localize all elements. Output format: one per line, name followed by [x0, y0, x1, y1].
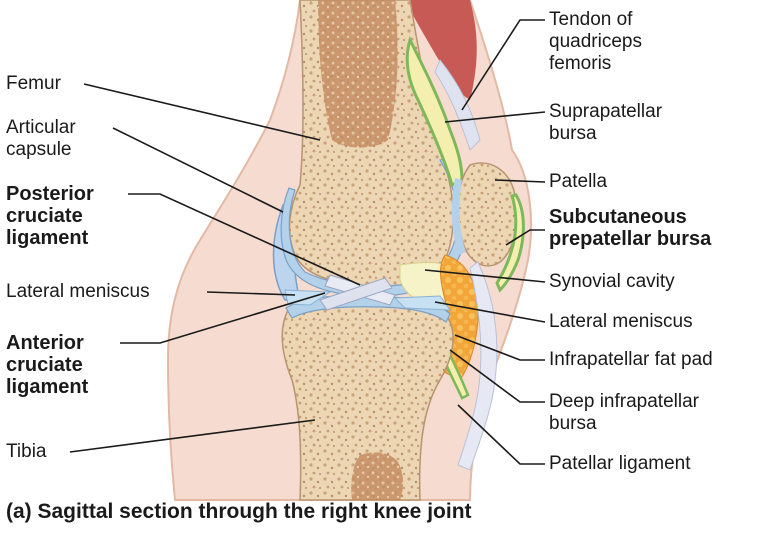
leader-patellar-ligament: [457, 404, 545, 465]
leader-tibia: [69, 419, 316, 453]
label-anterior-cruciate-line-1: Anterior: [6, 332, 84, 354]
leader-anterior-cruciate: [120, 292, 326, 344]
label-synovial-cavity: Synovial cavity: [549, 271, 675, 292]
label-prepatellar-line-1: Subcutaneous: [549, 206, 687, 228]
leader-posterior-cruciate: [128, 193, 361, 286]
label-posterior-cruciate-line-1: Posterior: [6, 183, 94, 205]
label-tendon-of-quadriceps-femoris: Tendon of quadriceps femoris: [549, 9, 642, 75]
label-tendon-line-3: femoris: [549, 53, 612, 74]
patella-cartilage: [451, 178, 466, 255]
label-suprapatellar-line-1: Suprapatellar: [549, 101, 663, 122]
label-suprapatellar-line-2: bursa: [549, 123, 597, 144]
anterior-cruciate-ligament-shape: [319, 277, 393, 311]
tibia-marrow: [351, 452, 404, 500]
label-articular-capsule-line-2: capsule: [6, 139, 72, 160]
label-prepatellar-line-2: prepatellar bursa: [549, 228, 712, 250]
label-articular-capsule: Articular capsule: [6, 117, 76, 161]
label-anterior-cruciate-ligament: Anterior cruciate ligament: [6, 332, 88, 398]
label-lateral-meniscus-left: Lateral meniscus: [6, 281, 150, 302]
label-tendon-line-2: quadriceps: [549, 31, 642, 52]
label-femur: Femur: [6, 73, 61, 94]
lateral-meniscus-anterior: [393, 295, 452, 311]
label-subcutaneous-prepatellar-bursa: Subcutaneous prepatellar bursa: [549, 206, 711, 250]
leader-articular-capsule: [112, 127, 284, 213]
label-posterior-cruciate-line-3: ligament: [6, 227, 89, 249]
leader-lines: [69, 19, 546, 465]
patella-bone: [457, 162, 518, 267]
label-articular-capsule-line-1: Articular: [6, 117, 76, 138]
figure-caption: (a) Sagittal section through the right k…: [6, 500, 472, 523]
leader-tendon-quadriceps: [461, 19, 545, 111]
label-deep-bursa-line-1: Deep infrapatellar: [549, 391, 699, 412]
leader-lateral-meniscus-right: [434, 301, 546, 323]
leader-patella: [494, 179, 546, 183]
label-anterior-cruciate-line-3: ligament: [6, 376, 89, 398]
leader-synovial: [424, 269, 546, 283]
label-suprapatellar-bursa: Suprapatellar bursa: [549, 101, 662, 145]
leader-lateral-meniscus-left: [206, 291, 296, 296]
label-tendon-line-1: Tendon of: [549, 9, 633, 30]
femur-marrow: [318, 0, 398, 148]
quadriceps-tendon: [434, 59, 481, 151]
label-lateral-meniscus-right: Lateral meniscus: [549, 311, 693, 332]
leader-prepatellar: [505, 229, 545, 246]
patellar-ligament-shape: [457, 261, 498, 471]
label-patellar-ligament: Patellar ligament: [549, 453, 691, 474]
leader-femur: [83, 83, 321, 141]
leader-deep-bursa: [449, 349, 545, 403]
label-patella: Patella: [549, 171, 608, 192]
leader-suprapatellar: [444, 111, 546, 123]
label-tibia: Tibia: [6, 441, 47, 462]
prepatellar-bursa-shape: [495, 193, 525, 293]
label-anterior-cruciate-line-2: cruciate: [6, 354, 83, 376]
label-posterior-cruciate-line-2: cruciate: [6, 205, 83, 227]
label-deep-bursa-line-2: bursa: [549, 413, 597, 434]
label-posterior-cruciate-ligament: Posterior cruciate ligament: [6, 183, 94, 249]
leader-fat-pad: [454, 334, 545, 361]
label-deep-infrapatellar-bursa: Deep infrapatellar bursa: [549, 391, 699, 435]
label-infrapatellar-fat-pad: Infrapatellar fat pad: [549, 349, 713, 370]
quadriceps-muscle: [405, 0, 477, 100]
